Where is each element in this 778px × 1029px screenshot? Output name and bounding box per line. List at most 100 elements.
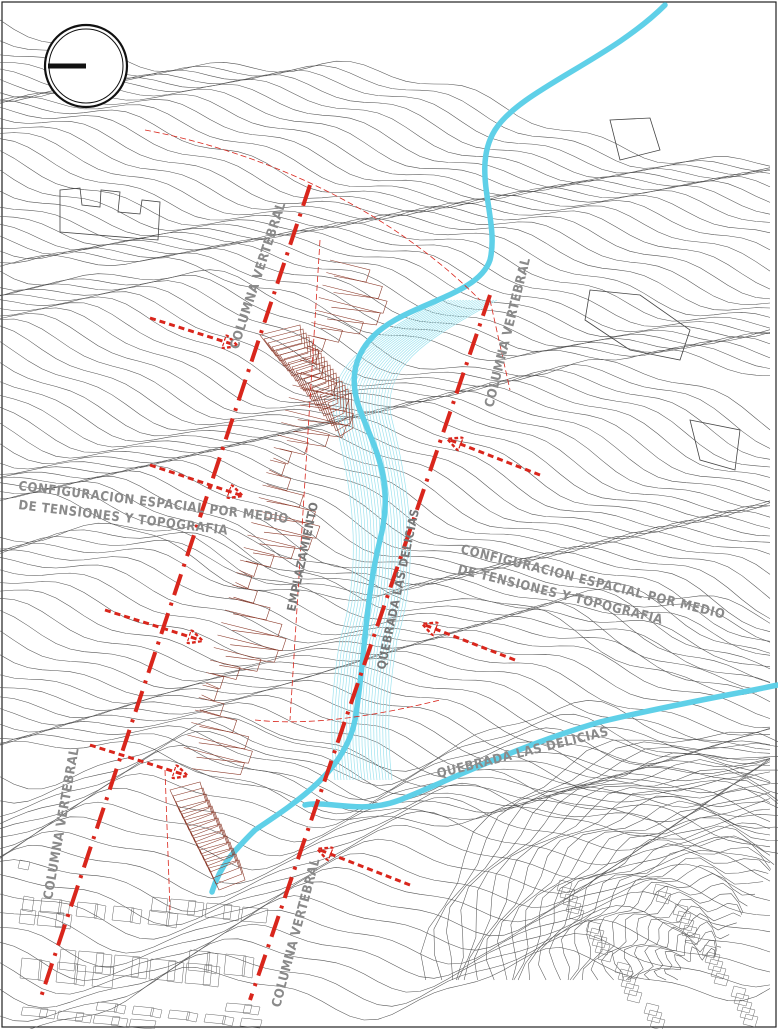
site-hatch [311, 376, 342, 417]
building-outlines [59, 117, 741, 471]
site-hatch [303, 368, 336, 407]
contour-line [0, 302, 771, 503]
urban-block [58, 948, 77, 972]
urban-block [94, 952, 113, 976]
site-hatch [283, 348, 321, 382]
contour-line [0, 138, 771, 311]
site-hatch [267, 332, 309, 362]
contour-line [0, 318, 771, 519]
contour-line [538, 835, 775, 981]
contour-line [0, 557, 771, 702]
contour-line [0, 40, 771, 172]
contour-line [513, 808, 778, 981]
site-hatch [299, 359, 325, 379]
site-hatch [271, 336, 312, 367]
contour-line [0, 740, 771, 863]
contour-line [0, 96, 771, 234]
site-hatch [262, 484, 304, 508]
building-outline [609, 117, 661, 161]
urban-block [222, 904, 241, 922]
contour-line [569, 857, 769, 981]
contour-line [0, 465, 771, 642]
contour-line [0, 68, 771, 183]
urban-block [205, 951, 219, 975]
contour-line [0, 79, 771, 188]
urban-block [646, 1009, 663, 1024]
site-hatch [299, 364, 333, 402]
contour-line [433, 741, 778, 981]
urban-block [672, 903, 689, 918]
site-hatch [268, 459, 286, 477]
urban-block [36, 910, 65, 928]
site-hatch [201, 684, 219, 702]
contour-line [0, 933, 771, 1022]
site-hatch [284, 409, 347, 438]
tension-arrow [149, 316, 235, 345]
axis-column-east [248, 294, 492, 1001]
contour-line [572, 865, 764, 981]
urban-block [675, 910, 692, 925]
urban-block [643, 1002, 660, 1017]
site-hatch [279, 344, 318, 377]
urban-block [110, 1016, 129, 1028]
contour-line [0, 223, 771, 346]
site-hatch [326, 272, 383, 299]
contour-line [0, 491, 771, 695]
urban-block [730, 985, 747, 1000]
site-hatch [194, 709, 238, 733]
site-hatch [314, 309, 364, 335]
contour-line [0, 850, 771, 940]
urban-block [742, 1013, 759, 1028]
contour-line [0, 717, 771, 822]
urban-block [240, 906, 269, 924]
contour-line [561, 849, 771, 981]
contour-line [0, 84, 771, 203]
guide-arc-south [254, 699, 441, 723]
river-quebrada-las-delicias [302, 682, 778, 810]
contour-line [612, 898, 743, 981]
contour-line [0, 694, 771, 786]
contour-line [0, 713, 771, 804]
contour-line [0, 118, 771, 290]
contour-lines [0, 19, 778, 1029]
site-hatch [319, 384, 348, 427]
tension-arrows [89, 316, 541, 887]
contour-line [0, 99, 771, 251]
urban-block [186, 900, 205, 918]
urban-block [710, 965, 727, 980]
contour-line [653, 940, 716, 981]
site-hatch [254, 509, 321, 539]
site-hatch [221, 622, 287, 652]
site-hatch [306, 334, 327, 352]
contour-line [0, 313, 771, 514]
urban-block [562, 893, 579, 908]
urban-block [95, 1001, 119, 1013]
urban-block [649, 1016, 666, 1029]
site-hatch [281, 422, 330, 447]
contour-line [446, 746, 778, 981]
tension-arrow [320, 850, 411, 887]
site-hatch [224, 609, 283, 637]
tension-arrow [149, 463, 240, 495]
contour-line [0, 905, 771, 995]
urban-block [75, 901, 99, 919]
site-hatch [235, 572, 253, 589]
urban-block [652, 883, 669, 898]
contour-line [0, 674, 771, 772]
north-arrow-icon [43, 23, 129, 109]
urban-block [184, 962, 213, 986]
site-hatch [295, 360, 330, 397]
contour-line [581, 873, 756, 981]
urban-block [591, 934, 608, 949]
urban-block [713, 972, 730, 987]
contour-line [0, 470, 771, 654]
contour-line [627, 913, 737, 981]
contour-line [0, 549, 771, 683]
site-emplazamiento [169, 259, 388, 891]
contour-line [0, 54, 771, 176]
urban-block [241, 955, 255, 979]
contour-line [0, 169, 771, 329]
urban-block [626, 989, 643, 1004]
